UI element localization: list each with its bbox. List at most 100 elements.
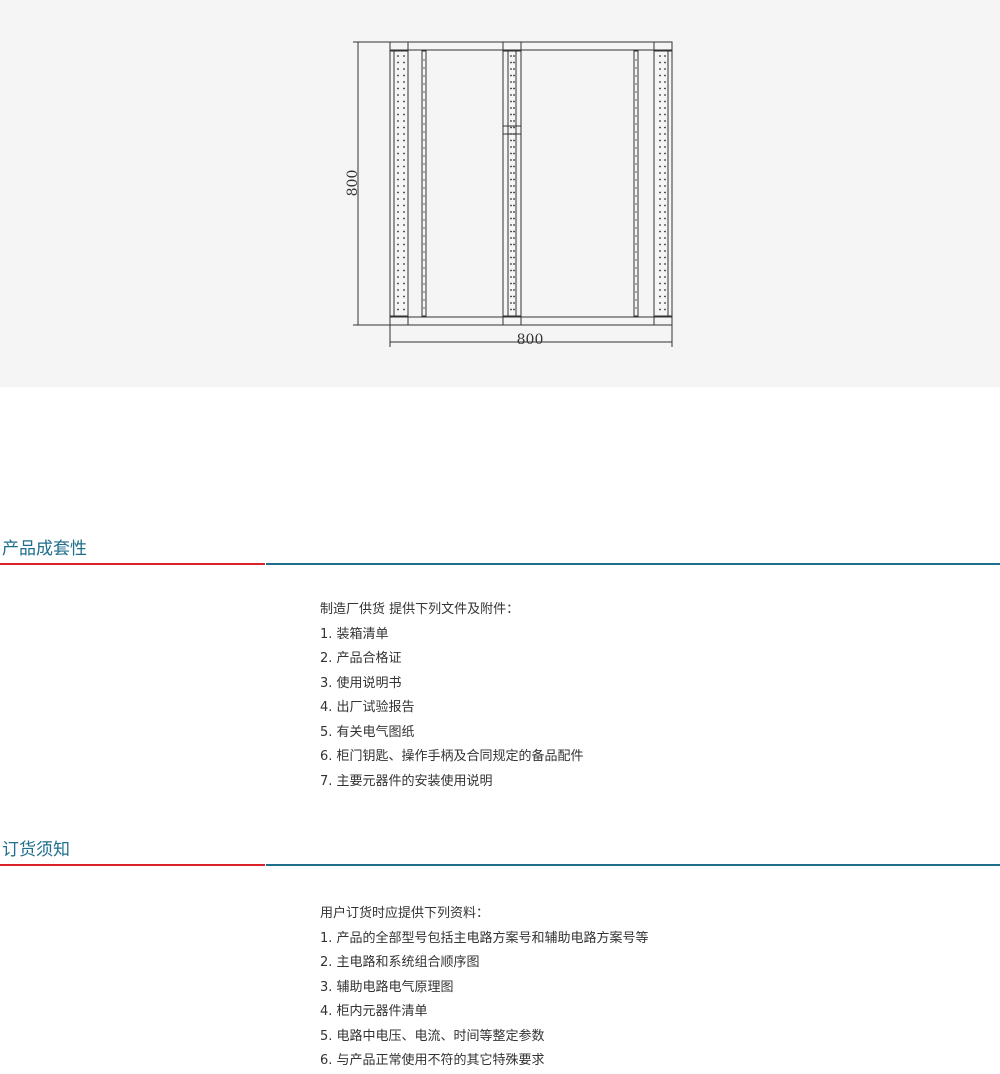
frame-hole <box>513 152 515 155</box>
list-item: 6. 柜门钥匙、操作手柄及合同规定的备品配件 <box>320 749 584 764</box>
section-intro: 用户订货时应提供下列资料： <box>320 906 490 921</box>
frame-hole <box>659 152 661 155</box>
frame-hole <box>659 165 661 168</box>
frame-hole <box>513 191 515 194</box>
list-item: 3. 辅助电路电气原理图 <box>320 979 454 995</box>
frame-hole <box>659 107 661 109</box>
frame-hole <box>403 302 405 304</box>
frame-hole <box>513 133 515 135</box>
frame-hole <box>397 191 399 194</box>
frame-hole <box>397 94 399 96</box>
frame-hole <box>513 276 515 278</box>
frame-hole <box>397 250 399 252</box>
frame-hole <box>664 256 666 259</box>
frame-hole <box>403 295 405 298</box>
frame-hole <box>510 250 512 252</box>
frame-hole <box>659 146 661 148</box>
list-item: 2. 产品合格证 <box>320 651 402 666</box>
frame-hole <box>397 133 399 135</box>
frame-hole <box>664 243 666 246</box>
title-rule-blue <box>266 563 1000 565</box>
frame-hole <box>659 172 661 174</box>
frame-hole <box>664 113 666 116</box>
frame-hole <box>513 211 515 213</box>
frame-hole <box>510 308 512 311</box>
frame-hole <box>510 133 512 135</box>
frame-hole <box>397 289 399 291</box>
frame-hole <box>664 165 666 168</box>
frame-hole <box>659 198 661 200</box>
frame-hole <box>659 120 661 122</box>
frame-hole <box>397 282 399 285</box>
frame-hole <box>513 224 515 226</box>
frame-hole <box>659 243 661 246</box>
frame-hole <box>403 276 405 278</box>
frame-hole <box>397 217 399 220</box>
frame-hole <box>513 185 515 187</box>
frame-hole <box>397 55 399 57</box>
left-inner-rail <box>421 50 427 317</box>
frame-hole <box>659 61 661 64</box>
frame-hole <box>510 276 512 278</box>
frame-hole <box>397 87 399 90</box>
section-header-ordering: 订货须知 <box>0 839 1000 869</box>
frame-hole <box>510 178 512 181</box>
frame-hole <box>664 204 666 207</box>
frame-hole <box>510 61 512 64</box>
frame-hole <box>664 120 666 122</box>
frame-hole <box>659 139 661 142</box>
frame-hole <box>510 211 512 213</box>
frame-hole <box>513 120 515 122</box>
frame-hole <box>397 237 399 239</box>
frame-hole <box>397 172 399 174</box>
frame-hole <box>403 198 405 200</box>
frame-hole <box>403 243 405 246</box>
title-rule-red <box>0 864 265 866</box>
frame-hole <box>513 100 515 103</box>
frame-hole <box>403 211 405 213</box>
frame-hole <box>403 146 405 148</box>
frame-hole <box>513 237 515 239</box>
frame-hole <box>659 217 661 220</box>
frame-hole <box>664 172 666 174</box>
frame-hole <box>513 55 515 57</box>
width-dimension-label: 800 <box>517 332 544 348</box>
frame-hole <box>397 159 399 161</box>
frame-hole <box>403 81 405 83</box>
frame-hole <box>510 269 512 272</box>
frame-hole <box>664 126 666 129</box>
frame-hole <box>510 295 512 298</box>
right-inner-rail <box>633 50 639 317</box>
frame-hole <box>510 100 512 103</box>
frame-hole <box>513 217 515 220</box>
frame-hole <box>664 152 666 155</box>
frame-hole <box>403 308 405 311</box>
frame-hole <box>659 276 661 278</box>
frame-hole <box>397 263 399 265</box>
frame-hole <box>510 146 512 148</box>
frame-hole <box>664 146 666 148</box>
frame-hole <box>664 250 666 252</box>
drawing-panel: 800 800 <box>0 0 1000 387</box>
frame-hole <box>397 185 399 187</box>
frame-hole <box>513 256 515 259</box>
frame-hole <box>664 263 666 265</box>
frame-hole <box>397 126 399 129</box>
frame-hole <box>403 224 405 226</box>
frame-hole <box>397 269 399 272</box>
frame-hole <box>403 126 405 129</box>
list-item: 5. 有关电气图纸 <box>320 724 415 740</box>
frame-hole <box>510 256 512 259</box>
frame-hole <box>659 126 661 129</box>
frame-hole <box>403 55 405 57</box>
frame-hole <box>403 172 405 174</box>
frame-hole <box>403 120 405 122</box>
frame-hole <box>397 100 399 103</box>
frame-hole <box>659 191 661 194</box>
frame-hole <box>513 204 515 207</box>
frame-hole <box>513 308 515 311</box>
frame-hole <box>664 211 666 213</box>
frame-hole <box>664 68 666 70</box>
list-item: 6. 与产品正常使用不符的其它特殊要求 <box>320 1053 545 1068</box>
frame-hole <box>664 308 666 311</box>
